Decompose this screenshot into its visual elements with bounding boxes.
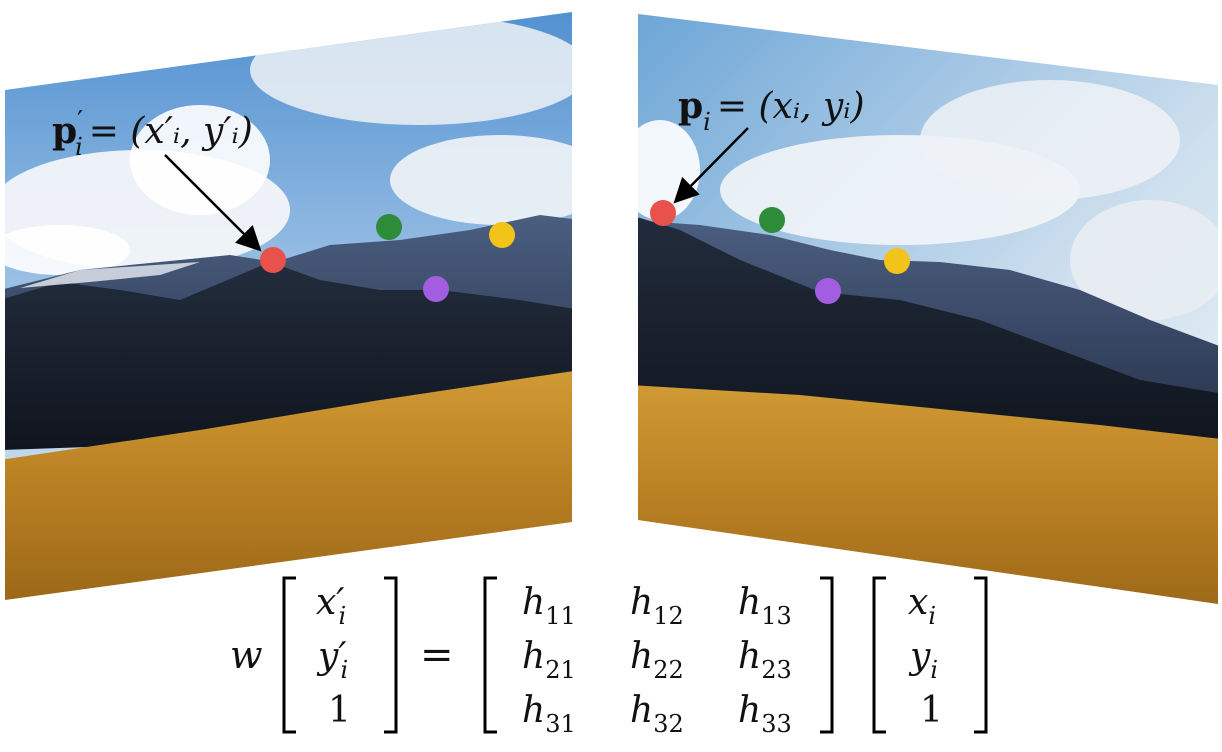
lhs-right-bracket bbox=[384, 576, 398, 734]
equals-sign: = bbox=[420, 632, 454, 678]
matrix-entry-h13: h13 bbox=[738, 582, 792, 630]
right-yellow-point bbox=[884, 248, 910, 274]
rhs-entry-x: xi bbox=[908, 582, 936, 630]
right-photo bbox=[638, 14, 1218, 604]
lhs-entry-one: 1 bbox=[328, 690, 351, 731]
matrix-left-bracket bbox=[483, 576, 497, 734]
rhs-entry-one: 1 bbox=[920, 690, 943, 731]
lhs-entry-x: x′i bbox=[316, 582, 346, 630]
matrix-right-bracket bbox=[820, 576, 834, 734]
left-purple-point bbox=[423, 276, 449, 302]
left-yellow-point bbox=[489, 222, 515, 248]
right-point-label: pi= (xᵢ, yᵢ) bbox=[678, 85, 865, 136]
lhs-entry-y: y′i bbox=[316, 636, 348, 684]
scale-factor: w bbox=[230, 633, 263, 677]
right-purple-point bbox=[815, 278, 841, 304]
left-red-point bbox=[260, 247, 286, 273]
matrix-entry-h21: h21 bbox=[522, 636, 576, 684]
left-point-label: p′i= (x′ᵢ, y′ᵢ) bbox=[52, 106, 253, 161]
right-green-point bbox=[759, 207, 785, 233]
left-photo bbox=[5, 12, 572, 600]
matrix-entry-h12: h12 bbox=[630, 582, 684, 630]
left-green-point bbox=[376, 214, 402, 240]
rhs-right-bracket bbox=[974, 576, 988, 734]
left-arrow bbox=[164, 154, 262, 252]
matrix-entry-h31: h31 bbox=[522, 690, 576, 738]
matrix-entry-h32: h32 bbox=[630, 690, 684, 738]
rhs-left-bracket bbox=[872, 576, 886, 734]
matrix-entry-h33: h33 bbox=[738, 690, 792, 738]
homography-equation: w x′i y′i 1 = h11 h12 h13 h21 h22 h23 h31 h32 h3… bbox=[230, 576, 988, 738]
matrix-entry-h23: h23 bbox=[738, 636, 792, 684]
matrix-entry-h11: h11 bbox=[522, 582, 576, 630]
matrix-entry-h22: h22 bbox=[630, 636, 684, 684]
right-arrow bbox=[673, 127, 749, 204]
right-red-point bbox=[650, 200, 676, 226]
lhs-left-bracket bbox=[282, 576, 296, 734]
rhs-entry-y: yi bbox=[908, 636, 938, 684]
